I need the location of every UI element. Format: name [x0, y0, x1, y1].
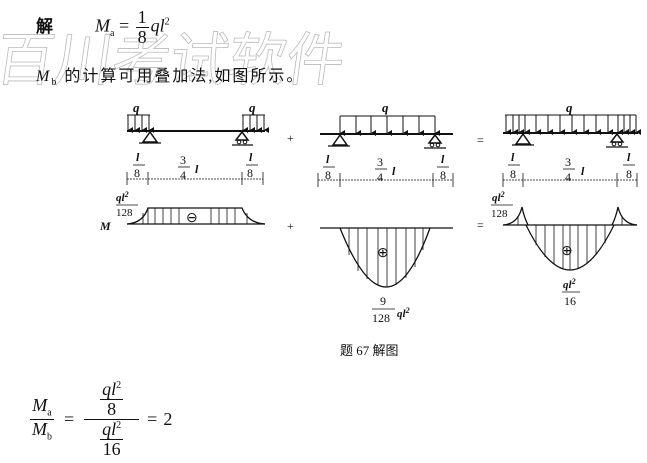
minus-sign-icon: ⊖ — [186, 211, 198, 226]
m3-den-16: 16 — [564, 294, 576, 308]
final-eq2: = — [147, 408, 158, 429]
ma-fraction: 1 8 — [135, 7, 149, 47]
final-eq1: = — [64, 408, 75, 429]
equals-2: = — [477, 218, 484, 232]
pin-support-icon — [141, 130, 159, 143]
bottom-ql: ql — [102, 418, 117, 439]
top-den: 8 — [107, 398, 117, 419]
ratio-den-sub: b — [47, 431, 52, 443]
dim-1-8-right: 8 — [247, 166, 253, 180]
beam-2 — [320, 115, 453, 149]
moment-label: M — [99, 219, 111, 233]
bottom-den: 16 — [102, 438, 121, 459]
beam-1-q-left: q — [133, 100, 140, 115]
superposition-diagram: q q l 8 3 4 l l 8 M ql2 128 ⊖ + + — [99, 100, 641, 325]
roller-support-icon — [234, 130, 250, 141]
beam-1-load-left — [127, 115, 154, 133]
dim-2-8-left: 8 — [325, 168, 331, 182]
bottom-fraction: ql2 16 — [100, 418, 124, 459]
ma-rhs-sup: 2 — [164, 16, 170, 28]
beam-2-q: q — [382, 100, 389, 115]
dim-1-3: 3 — [180, 153, 186, 167]
m3-ql2-bottom: ql2 — [563, 277, 576, 291]
beam-3-dimensions — [502, 164, 638, 187]
ratio-num-sub: a — [47, 407, 52, 419]
dim-2-l-right: l — [441, 152, 445, 166]
dim-2-l-mid: l — [392, 164, 396, 178]
dim-2-8-right: 8 — [440, 168, 446, 182]
plus-2: + — [287, 219, 294, 233]
dim-3-l-mid: l — [581, 164, 585, 178]
m1-den-128: 128 — [116, 207, 133, 219]
plus-1: + — [287, 131, 294, 145]
m2-num-9: 9 — [380, 294, 386, 308]
dim-1-l-left: l — [136, 150, 140, 164]
dim-3-8-right: 8 — [626, 167, 632, 181]
ma-subscript: a — [110, 28, 115, 40]
dim-1-l-right: l — [249, 150, 253, 164]
equals-1: = — [477, 133, 484, 147]
m2-den-128: 128 — [372, 311, 390, 325]
beam-3-q: q — [566, 100, 573, 115]
top-sup: 2 — [116, 380, 122, 391]
ma-equals: = — [118, 15, 130, 36]
dim-2-3: 3 — [377, 155, 383, 169]
dim-3-3: 3 — [565, 155, 571, 169]
mb-symbol: M — [36, 68, 52, 85]
solution-label: 解 — [36, 17, 53, 37]
m2-ql2: ql2 — [397, 306, 410, 320]
plus-sign-icon: ⊕ — [377, 246, 389, 261]
mb-description: Mb 的计算可用叠加法,如图所示。 — [36, 62, 304, 88]
dim-2-4: 4 — [377, 170, 383, 184]
beam-2-dimensions — [317, 166, 454, 187]
moment-diagram-2 — [320, 227, 453, 288]
dim-2-l-left: l — [326, 152, 330, 166]
mb-text: 的计算可用叠加法,如图所示。 — [58, 68, 305, 85]
beam-3 — [503, 114, 641, 148]
beam-1-q-right: q — [249, 100, 256, 115]
ma-frac-num: 1 — [135, 7, 149, 28]
ratio-num: M — [32, 394, 48, 415]
dim-1-4: 4 — [180, 168, 186, 182]
ratio-fraction: Ma Mb — [30, 394, 54, 443]
dim-1-8-left: 8 — [134, 166, 140, 180]
beam-1-load-right — [242, 115, 269, 133]
final-equation: Ma Mb = ql2 8 ql2 16 = 2 — [28, 380, 172, 459]
figure-caption: 题 67 解图 — [340, 343, 399, 358]
m1-ql2: ql2 — [116, 190, 129, 204]
ma-symbol: M — [95, 15, 110, 36]
dim-3-l-left: l — [511, 150, 515, 164]
bottom-sup: 2 — [116, 419, 122, 431]
final-result: 2 — [163, 408, 173, 429]
mb-subscript: b — [51, 77, 59, 89]
top-ql: ql — [102, 379, 117, 399]
m3-den-128: 128 — [491, 208, 508, 220]
moment-diagram-1 — [126, 207, 266, 225]
ma-frac-den: 8 — [137, 26, 147, 47]
ma-equation: Ma = 1 8 ql2 — [95, 8, 170, 47]
dim-1-l-mid: l — [195, 162, 199, 176]
beam-1-dimensions — [126, 164, 264, 185]
top-fraction: ql2 8 — [100, 379, 124, 419]
dim-3-8-left: 8 — [510, 167, 516, 181]
big-fraction: ql2 8 ql2 16 — [84, 379, 140, 459]
dim-3-4: 4 — [565, 170, 571, 184]
m3-ql2-top: ql2 — [492, 190, 505, 204]
ma-rhs: ql — [150, 15, 165, 36]
plus-sign-icon-2: ⊕ — [561, 244, 573, 259]
moment-diagram-3 — [502, 206, 638, 271]
beam-1 — [127, 114, 269, 146]
dim-3-l-right: l — [627, 150, 631, 164]
ratio-den: M — [32, 418, 47, 439]
